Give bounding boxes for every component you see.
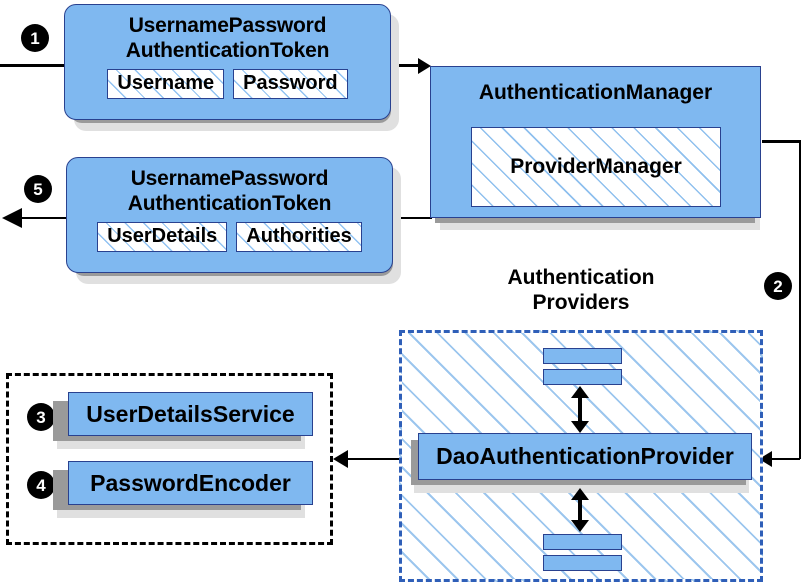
step-badge-5: 5 [25,176,51,202]
response-token-title-line1: UsernamePassword [130,167,329,190]
authentication-providers-heading-line2: Providers [532,291,630,314]
userdetailsservice-box[interactable]: UserDetailsService [68,392,313,436]
chip-username-label: Username [117,72,215,94]
chip-userdetails[interactable]: UserDetails [97,222,228,252]
connector-manager-down [798,140,801,459]
step-badge-5-label: 5 [33,179,43,199]
request-token-title-line1: UsernamePassword [128,14,327,37]
chip-userdetails-label: UserDetails [107,225,218,247]
response-token-title-line2: AuthenticationToken [127,192,332,215]
double-arrow-bottom-down-head [571,520,589,532]
chip-authorities[interactable]: Authorities [236,222,362,252]
authentication-providers-heading: Authentication Providers [466,265,696,315]
step-badge-3: 3 [28,404,54,430]
step-badge-4: 4 [28,472,54,498]
authentication-providers-heading-line1: Authentication [507,266,655,289]
other-provider-top-bar-1[interactable] [543,348,622,364]
provider-manager-label: ProviderManager [510,155,682,178]
response-token-box[interactable]: UsernamePassword AuthenticationToken Use… [66,157,393,273]
connector-incoming-request [0,64,76,67]
step-badge-2-label: 2 [773,276,783,296]
dao-authentication-provider-label: DaoAuthenticationProvider [436,443,734,469]
provider-manager-box[interactable]: ProviderManager [471,127,721,207]
connector-into-dao-provider [772,457,800,460]
request-token-chip-row: Username Password [65,69,390,99]
connector-manager-to-response-token [392,216,432,219]
response-token-chip-row: UserDetails Authorities [67,222,392,252]
double-arrow-top-up-head [571,386,589,398]
step-badge-1: 1 [22,25,48,51]
step-badge-4-label: 4 [36,475,46,495]
response-token-title: UsernamePassword AuthenticationToken [67,158,392,216]
connector-outgoing-response [22,216,78,219]
other-provider-bottom-bar-2[interactable] [543,555,622,571]
step-badge-2: 2 [765,273,791,299]
connector-manager-right [762,140,801,143]
step-badge-3-label: 3 [36,407,46,427]
connector-token-to-manager [390,64,423,67]
passwordencoder-label: PasswordEncoder [90,469,291,496]
arrowhead-left-outgoing [2,208,22,228]
chip-password[interactable]: Password [233,69,348,99]
other-provider-bottom-bar-1[interactable] [543,534,622,550]
connector-provider-to-beans [348,457,418,460]
arrowhead-left-into-beans [333,450,348,468]
userdetailsservice-label: UserDetailsService [86,400,295,427]
chip-password-label: Password [243,72,338,94]
passwordencoder-box[interactable]: PasswordEncoder [68,461,313,505]
dao-authentication-provider-box[interactable]: DaoAuthenticationProvider [418,433,752,480]
chip-username[interactable]: Username [107,69,225,99]
step-badge-1-label: 1 [30,28,40,48]
request-token-box[interactable]: UsernamePassword AuthenticationToken Use… [64,4,391,120]
authentication-manager-title: AuthenticationManager [478,81,713,104]
arrowhead-right-to-manager [418,58,431,74]
chip-authorities-label: Authorities [246,225,352,247]
double-arrow-top-shaft [578,392,582,427]
other-provider-top-bar-2[interactable] [543,369,622,385]
request-token-title: UsernamePassword AuthenticationToken [65,5,390,63]
request-token-title-line2: AuthenticationToken [125,39,330,62]
double-arrow-bottom-up-head [571,488,589,500]
double-arrow-bottom-shaft [578,494,582,526]
double-arrow-top-down-head [571,421,589,433]
authentication-manager-box[interactable]: AuthenticationManager ProviderManager [430,66,761,218]
